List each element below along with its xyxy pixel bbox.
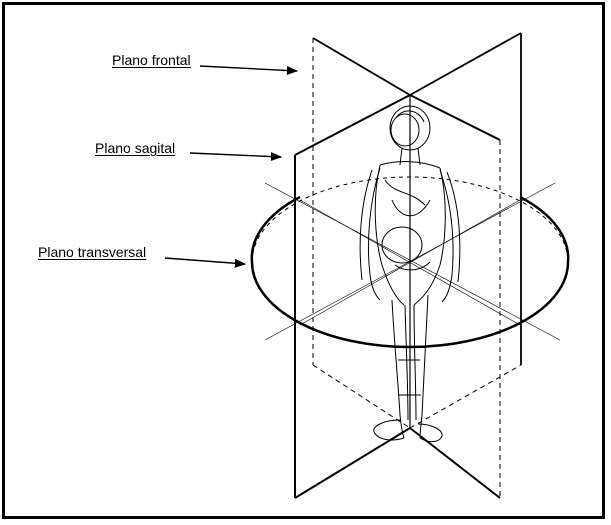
sagital-arrow (190, 153, 281, 157)
label-plano-frontal: Plano frontal (112, 52, 191, 68)
label-arrows (165, 66, 297, 264)
label-plano-sagital: Plano sagital (95, 140, 175, 156)
torso-right (414, 168, 445, 305)
transverse-axes (265, 183, 560, 340)
frontal-plane (313, 33, 521, 428)
left-foot (374, 420, 404, 440)
right-arm (440, 170, 453, 302)
label-plano-transversal: Plano transversal (38, 244, 146, 260)
right-foot (418, 424, 442, 442)
torso-left (375, 165, 404, 305)
transversal-arrow (165, 258, 245, 264)
right-leg (414, 305, 416, 420)
frontal-arrow (200, 66, 297, 71)
left-leg (392, 300, 404, 438)
